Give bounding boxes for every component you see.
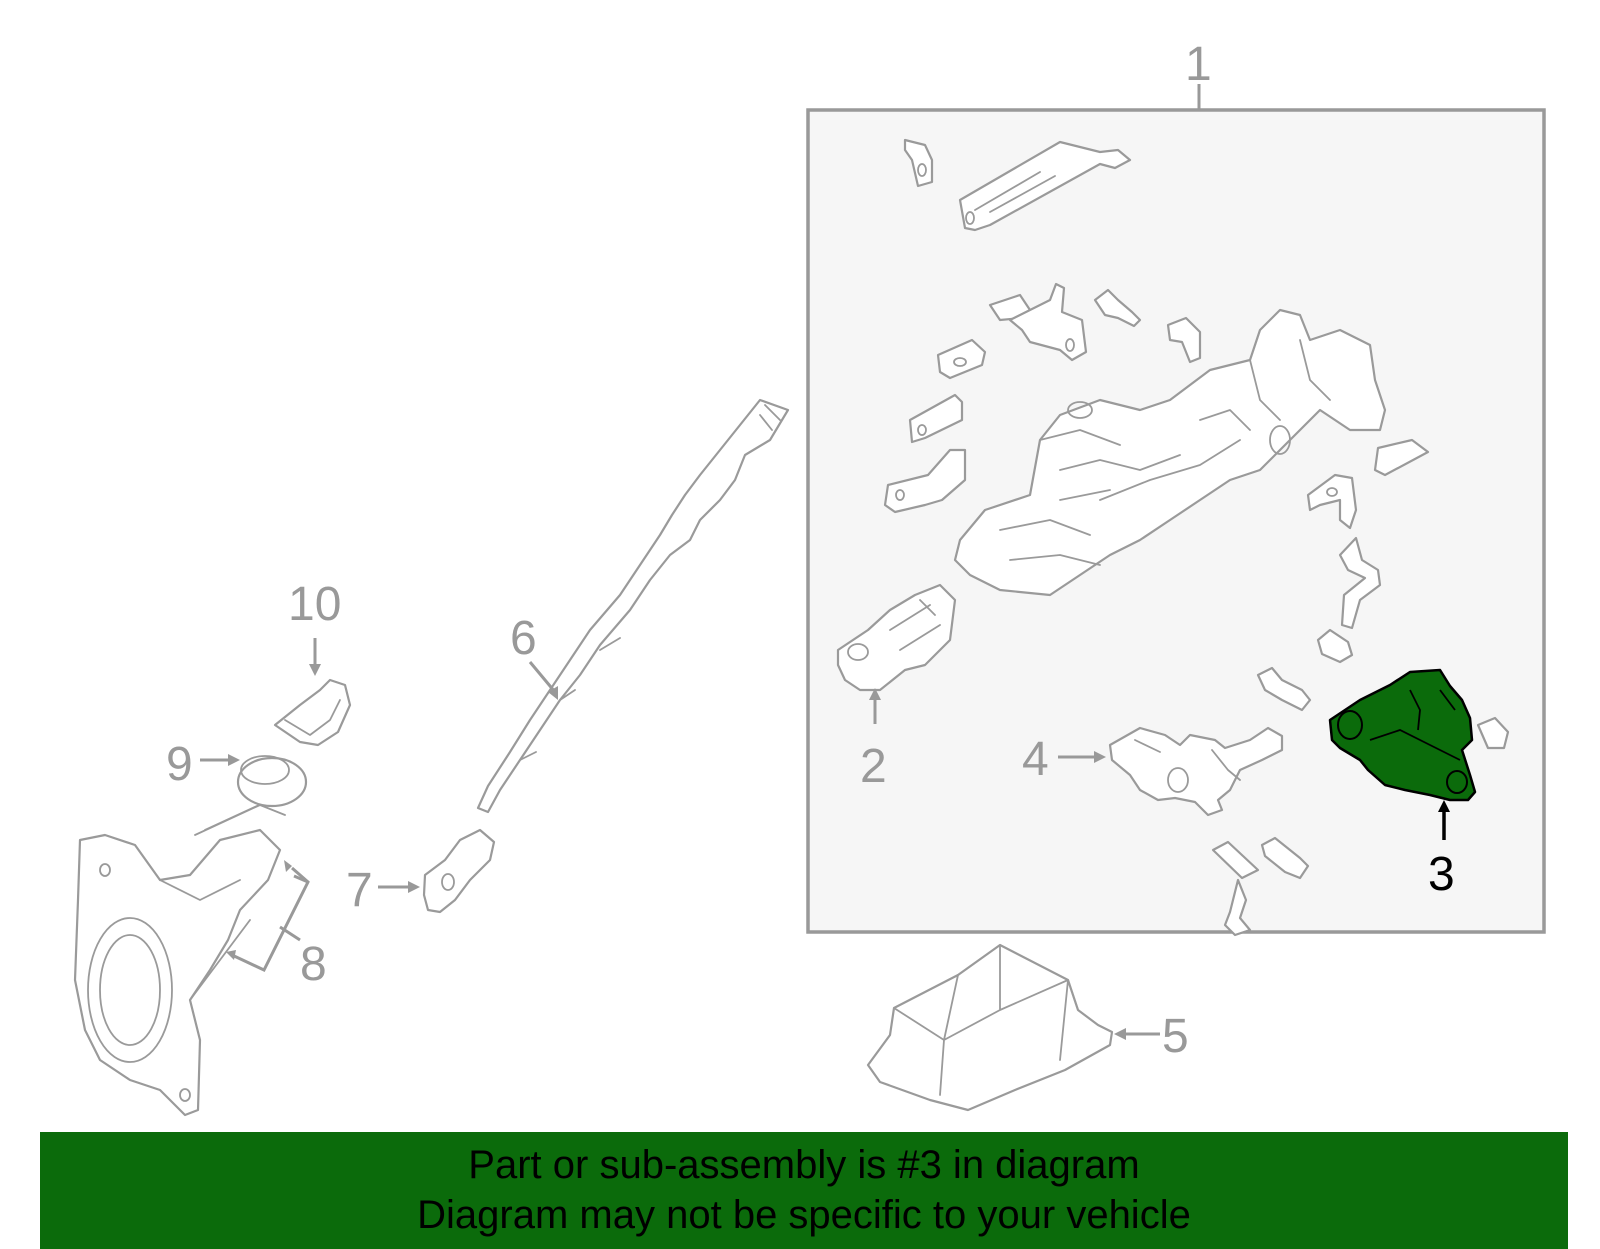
part-9-bearing-ring	[236, 755, 308, 808]
part-4-lock-actuator	[1108, 726, 1284, 817]
callout-3: 3	[1428, 848, 1455, 901]
part-7-universal-joint	[422, 828, 496, 914]
callout-7: 7	[346, 864, 373, 917]
callout-numbers: 1 2 3 4 5 6 7 8 9 10	[166, 38, 1455, 1063]
callout-9: 9	[166, 738, 193, 791]
mounting-brackets-left	[883, 282, 1202, 514]
bolts	[1211, 666, 1510, 937]
footer-line-2: Diagram may not be specific to your vehi…	[417, 1193, 1191, 1237]
part-6-intermediate-shaft	[476, 398, 790, 814]
leader-lines	[200, 638, 1450, 1040]
callout-5: 5	[1162, 1010, 1189, 1063]
part-5-cover	[866, 943, 1114, 1112]
callout-10: 10	[288, 578, 341, 631]
footer-banner: Part or sub-assembly is #3 in diagram Di…	[40, 1132, 1568, 1249]
steering-column-housing	[953, 308, 1387, 597]
callout-6: 6	[510, 612, 537, 665]
part-3-highlighted-actuator	[1328, 668, 1477, 802]
callout-4: 4	[1022, 733, 1049, 786]
callout-2: 2	[860, 740, 887, 793]
mounting-brackets-right	[1306, 438, 1430, 664]
part-2-lower-joint	[836, 583, 957, 692]
part-8-dash-seal-boot	[73, 799, 286, 1117]
footer-line-1: Part or sub-assembly is #3 in diagram	[468, 1143, 1140, 1187]
callout-1: 1	[1185, 38, 1212, 91]
upper-bracket	[903, 138, 1132, 232]
part-10-retainer-clip	[273, 678, 352, 747]
callout-8: 8	[300, 938, 327, 991]
